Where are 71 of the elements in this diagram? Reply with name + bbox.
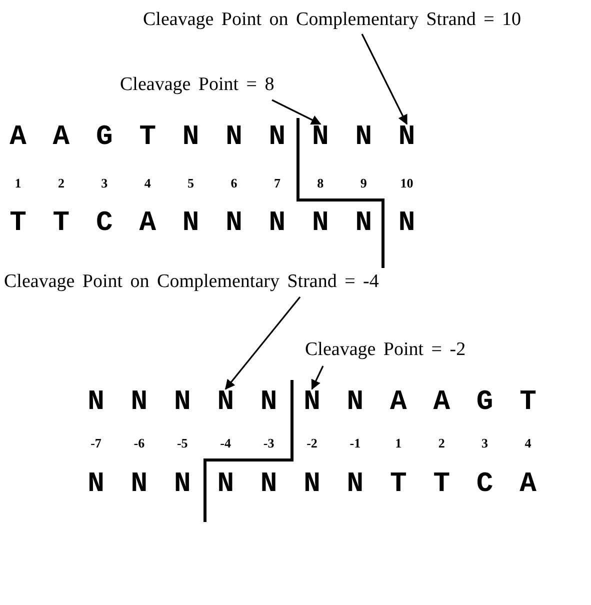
base-letter: A	[390, 389, 407, 417]
base-letter: N	[217, 471, 234, 499]
base-letter: N	[260, 389, 278, 417]
base-letter: N	[226, 124, 242, 152]
base-letter: N	[182, 210, 200, 238]
base-letter: N	[346, 389, 364, 417]
position-number: -2	[306, 436, 318, 450]
base-letter: N	[355, 210, 372, 238]
base-letter: G	[96, 124, 113, 152]
base-letter: N	[88, 389, 104, 417]
base-letter: N	[130, 471, 148, 499]
arrow	[361, 34, 408, 125]
position-number: -7	[90, 436, 102, 450]
position-number: -6	[134, 436, 145, 450]
base-letter: A	[52, 124, 70, 152]
position-number: 1	[14, 176, 22, 190]
position-number: 2	[58, 176, 64, 190]
base-letter: A	[520, 471, 536, 499]
position-number: -3	[263, 436, 274, 450]
annotation-text: Cleavage Point on Complementary Strand = 10	[143, 8, 522, 32]
base-letter: G	[476, 389, 494, 417]
base-letter: N	[174, 471, 191, 499]
base-letter: T	[520, 389, 536, 417]
base-letter: N	[226, 210, 242, 238]
position-number: 6	[230, 176, 238, 190]
position-number: 1	[395, 436, 402, 450]
position-number: 10	[400, 176, 414, 190]
annotation-text: Cleavage Point = 8	[120, 73, 274, 97]
position-number: -1	[350, 436, 361, 450]
base-letter: A	[10, 124, 26, 152]
base-letter: A	[433, 389, 450, 417]
base-letter: N	[260, 471, 278, 499]
base-letter: N	[312, 124, 329, 152]
base-letter: T	[139, 124, 156, 152]
annotation-text: Cleavage Point = -2	[305, 338, 466, 362]
base-letter: T	[390, 471, 407, 499]
arrow	[272, 99, 322, 125]
base-letter: N	[312, 210, 329, 238]
base-letter: N	[88, 471, 104, 499]
arrow	[224, 296, 301, 390]
base-letter: T	[52, 210, 70, 238]
base-letter: T	[10, 210, 26, 238]
position-number: 4	[524, 436, 532, 450]
position-number: -4	[220, 436, 232, 450]
position-number: 5	[188, 176, 194, 190]
position-number: 7	[274, 176, 280, 190]
position-number: 3	[101, 176, 108, 190]
base-letter: N	[130, 389, 148, 417]
position-number: 9	[360, 176, 367, 190]
base-letter: N	[174, 389, 191, 417]
base-letter: N	[304, 389, 320, 417]
position-number: 3	[482, 436, 488, 450]
base-letter: C	[476, 471, 494, 499]
position-number: 8	[317, 176, 324, 190]
base-letter: N	[304, 471, 320, 499]
base-letter: N	[355, 124, 372, 152]
base-letter: N	[182, 124, 200, 152]
base-letter: N	[398, 210, 416, 238]
base-letter: A	[139, 210, 156, 238]
base-letter: N	[268, 124, 286, 152]
base-letter: N	[346, 471, 364, 499]
position-number: 4	[144, 176, 151, 190]
base-letter: C	[96, 210, 113, 238]
annotation-text: Cleavage Point on Complementary Strand = -4	[4, 270, 379, 294]
base-letter: N	[398, 124, 416, 152]
base-letter: N	[268, 210, 286, 238]
position-number: -5	[176, 436, 188, 450]
base-letter: N	[217, 389, 234, 417]
arrow	[311, 366, 324, 390]
position-number: 2	[438, 436, 445, 450]
base-letter: T	[433, 471, 450, 499]
